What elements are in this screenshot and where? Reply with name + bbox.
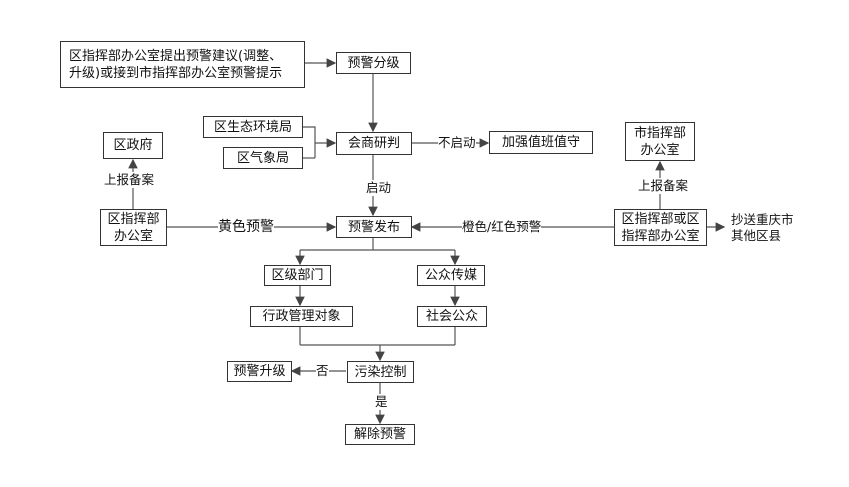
weather-bureau-box: 区气象局 xyxy=(223,147,303,169)
society-public-box: 社会公众 xyxy=(417,306,487,327)
label-orange-red-warning: 橙色/红色预警 xyxy=(462,219,542,235)
label-report-left: 上报备案 xyxy=(104,172,155,188)
strengthen-duty-box: 加强值班值守 xyxy=(489,131,593,154)
edge-ecology-to-consult xyxy=(303,126,337,148)
district-depts-box: 区级部门 xyxy=(264,265,331,286)
admin-targets-box: 行政管理对象 xyxy=(250,306,353,327)
label-yellow-warning: 黄色预警 xyxy=(218,219,274,235)
label-yes: 是 xyxy=(375,394,388,410)
ecology-bureau-box: 区生态环境局 xyxy=(203,116,303,138)
consult-box: 会商研判 xyxy=(336,132,412,155)
grading-box: 预警分级 xyxy=(336,52,411,74)
label-not-start: 不启动 xyxy=(438,135,476,151)
label-report-right: 上报备案 xyxy=(638,178,689,194)
public-media-box: 公众传媒 xyxy=(417,265,485,286)
proposal-box: 区指挥部办公室提出预警建议(调整、 升级)或接到市指挥部办公室预警提示 xyxy=(60,41,305,88)
warning-upgrade-box: 预警升级 xyxy=(227,361,292,382)
label-no: 否 xyxy=(316,363,329,379)
label-copy-to: 抄送重庆市 其他区县 xyxy=(731,212,794,244)
pollution-control-box: 污染控制 xyxy=(347,361,414,383)
district-gov-box: 区政府 xyxy=(103,132,163,159)
lift-warning-box: 解除预警 xyxy=(345,424,415,445)
district-or-office-box: 区指挥部或区 指挥部办公室 xyxy=(614,209,707,246)
release-box: 预警发布 xyxy=(336,216,412,238)
city-office-box: 市指挥部 办公室 xyxy=(625,122,695,161)
district-office-box: 区指挥部 办公室 xyxy=(100,209,167,246)
label-start: 启动 xyxy=(366,180,392,196)
